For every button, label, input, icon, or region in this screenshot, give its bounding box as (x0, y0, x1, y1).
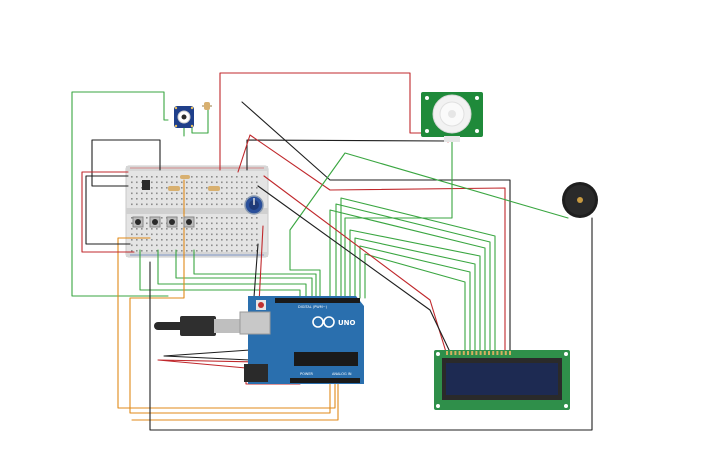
wire-green[interactable] (157, 249, 307, 299)
piezo-buzzer[interactable] (562, 182, 598, 218)
lcd-16x2-display[interactable] (434, 350, 570, 410)
analog-pins-label: ANALOG IN (332, 372, 352, 376)
wire-black[interactable] (85, 175, 131, 245)
wire-green[interactable] (364, 253, 466, 353)
wire-green[interactable] (139, 249, 301, 299)
power-pins-label: POWER (300, 372, 314, 376)
wire-green[interactable] (191, 106, 209, 134)
potentiometer-knob[interactable] (244, 195, 264, 215)
wire-red[interactable] (219, 72, 449, 171)
resistor[interactable] (168, 186, 180, 191)
wire-orange[interactable] (131, 383, 339, 421)
wire-red[interactable] (237, 134, 506, 353)
pushbutton[interactable] (166, 216, 178, 228)
arduino-uno-board[interactable]: UNO DIGITAL (PWM~) POWER ANALOG IN (239, 296, 364, 384)
breadboard[interactable] (125, 165, 269, 258)
resistor[interactable] (202, 102, 212, 110)
wire-green[interactable] (175, 249, 313, 299)
wire-green[interactable] (354, 237, 476, 353)
arduino-logo-text: UNO (338, 319, 356, 327)
pushbutton[interactable] (149, 216, 161, 228)
wire-black[interactable] (257, 185, 451, 353)
wire-black[interactable] (91, 139, 161, 187)
wire-red[interactable] (263, 175, 447, 353)
wire-black[interactable] (241, 101, 511, 353)
wire-green[interactable] (193, 249, 317, 299)
wire-green[interactable] (340, 197, 496, 353)
wire-green[interactable] (344, 139, 453, 299)
wire-green[interactable] (359, 245, 471, 353)
lcd-pins (446, 351, 511, 355)
transistor[interactable] (142, 180, 150, 190)
wire-black[interactable] (149, 217, 593, 431)
wire-green[interactable] (289, 152, 569, 299)
wire-orange[interactable] (117, 237, 336, 409)
resistor[interactable] (180, 175, 190, 179)
pushbuttons (132, 216, 195, 228)
wire-green[interactable] (329, 209, 486, 353)
wire-green[interactable] (349, 229, 481, 353)
pushbutton[interactable] (183, 216, 195, 228)
wire-green[interactable] (335, 203, 491, 353)
temperature-sensor[interactable] (174, 106, 194, 128)
wire-red[interactable] (81, 171, 135, 253)
pushbutton[interactable] (132, 216, 144, 228)
resistor[interactable] (208, 186, 220, 191)
usb-cable[interactable] (154, 316, 242, 336)
pir-motion-sensor[interactable] (421, 92, 483, 142)
digital-pins-label: DIGITAL (PWM~) (298, 305, 328, 309)
